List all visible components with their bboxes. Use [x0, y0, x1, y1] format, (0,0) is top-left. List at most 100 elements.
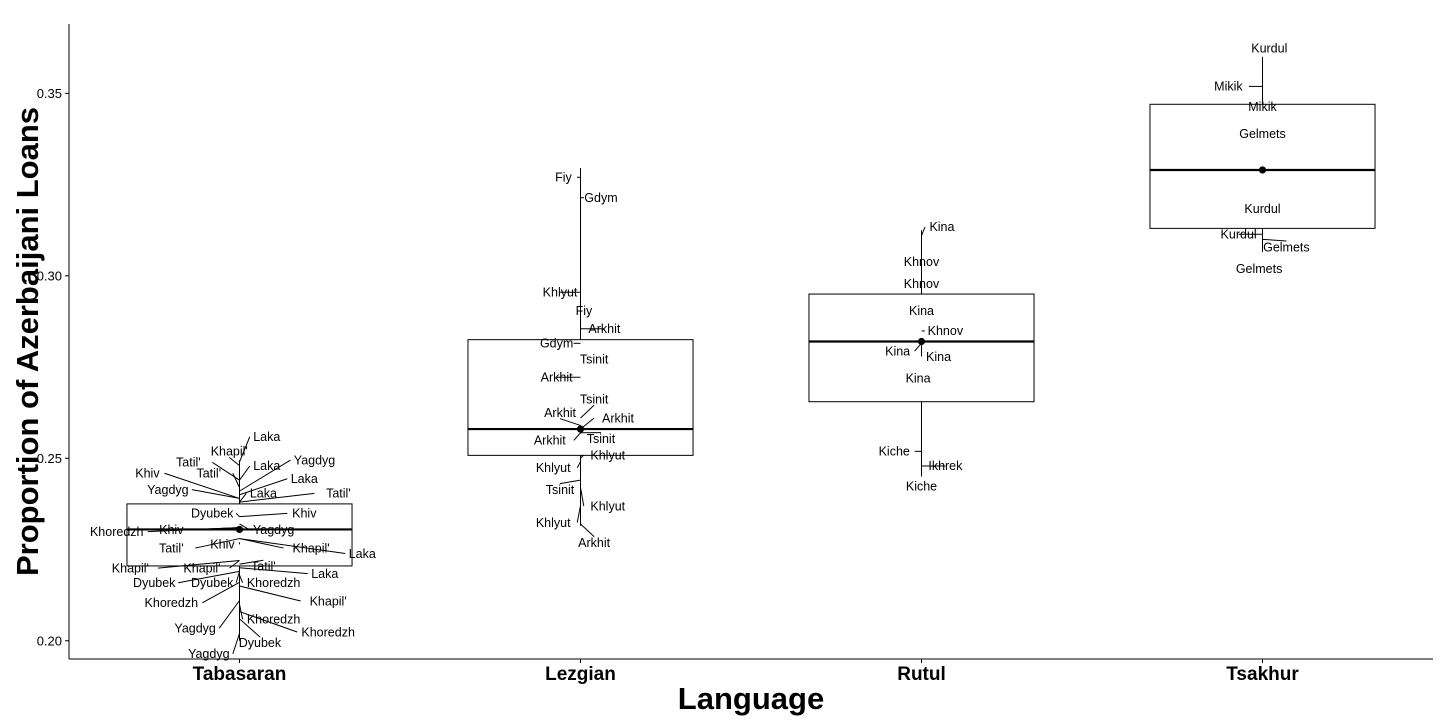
- point-label: Tatil': [251, 560, 276, 574]
- y-tick-label: 0.20: [37, 633, 62, 648]
- point-label: Kina: [885, 344, 910, 358]
- y-tick-label: 0.30: [37, 268, 62, 283]
- point-label: Khoredzh: [145, 596, 199, 610]
- point-label: Tatil': [159, 541, 184, 555]
- point-label: Laka: [253, 459, 280, 473]
- label-leader-line: [195, 538, 240, 549]
- point-label: Arkhit: [588, 322, 620, 336]
- point-label: Khlyut: [536, 516, 571, 530]
- point-label: Gelmets: [1236, 262, 1283, 276]
- label-leader-line: [239, 574, 244, 583]
- point-label: Khoredzh: [301, 625, 355, 639]
- point-label: Khlyut: [590, 499, 625, 513]
- point-label: Mikik: [1248, 100, 1277, 114]
- point-label: Khiv: [159, 523, 184, 537]
- point-label: Tsinit: [580, 352, 609, 366]
- point-label: Kurdul: [1244, 202, 1280, 216]
- label-leader-line: [1262, 238, 1287, 242]
- point-label: Dyubek: [239, 636, 282, 650]
- point-label: Tsinit: [546, 483, 575, 497]
- label-leader-line: [559, 418, 581, 426]
- label-leader-line: [239, 618, 261, 638]
- point-label: Gdym: [540, 337, 573, 351]
- point-label: Khapil': [183, 561, 220, 575]
- point-label: Yagdyg: [174, 622, 216, 636]
- point-label: Kina: [906, 372, 931, 386]
- y-axis-title: Proportion of Azerbaijani Loans: [10, 107, 45, 576]
- point-label: Dyubek: [191, 507, 234, 521]
- boxes: [126, 56, 1376, 641]
- point-label: Gelmets: [1263, 240, 1310, 254]
- label-leader-line: [229, 560, 240, 569]
- point-label: Khoredzh: [90, 525, 144, 539]
- x-axis-title: Language: [678, 681, 824, 716]
- label-leader-line: [239, 436, 251, 463]
- label-leader-line: [576, 461, 581, 469]
- x-tick-label: Tsakhur: [1226, 664, 1299, 685]
- x-tick-label: Rutul: [897, 664, 946, 685]
- box-iqr: [126, 503, 353, 567]
- point-label: Yagdyg: [188, 647, 230, 661]
- point-label: Fiy: [576, 304, 593, 318]
- point-label: Arkhit: [534, 434, 566, 448]
- point-label: Tatil': [196, 467, 221, 481]
- point-label: Kurdul: [1251, 41, 1287, 55]
- label-leader-line: [202, 581, 240, 604]
- label-leader-line: [157, 559, 240, 569]
- label-leader-line: [232, 633, 240, 655]
- label-leader-line: [239, 585, 301, 602]
- point-label: Mikik: [1214, 80, 1243, 94]
- point-label: Arkhit: [541, 371, 573, 385]
- box-group-rutul: [808, 230, 1035, 477]
- point-label: Khnov: [904, 255, 940, 269]
- label-leader-line: [235, 571, 240, 583]
- point-label: Khlyut: [536, 461, 571, 475]
- y-tick-label: 0.25: [37, 451, 62, 466]
- label-leader-line: [239, 492, 315, 503]
- box-group-tsakhur: [1149, 56, 1376, 253]
- axes: [68, 24, 1433, 660]
- y-tick-label: 0.35: [37, 86, 62, 101]
- point-label: Khnov: [928, 324, 964, 338]
- point-label: Tsinit: [580, 392, 609, 406]
- point-label: Laka: [291, 472, 318, 486]
- point-label: Khapil': [112, 561, 149, 575]
- label-leader-line: [914, 342, 922, 352]
- box-group-tabasaran: [126, 460, 353, 641]
- point-label: Kina: [929, 220, 954, 234]
- label-leader-line: [239, 567, 308, 575]
- point-label: Dyubek: [191, 576, 234, 590]
- point-label: Kina: [909, 304, 934, 318]
- y-ticks: 0.20 0.25 0.30 0.35: [37, 86, 69, 648]
- mean-point: [1258, 166, 1267, 174]
- box-iqr: [1149, 103, 1376, 229]
- label-leader-line: [239, 465, 251, 481]
- point-label: Tatil': [326, 487, 351, 501]
- box-iqr: [808, 293, 1035, 403]
- label-leader-line: [239, 611, 298, 633]
- label-leader-line: [921, 226, 926, 236]
- label-leader-line: [239, 459, 291, 492]
- point-label: Gelmets: [1239, 127, 1286, 141]
- label-leader-line: [164, 472, 240, 499]
- point-label: Khlyut: [543, 286, 578, 300]
- label-leader-line: [559, 479, 581, 485]
- label-leader-line: [178, 570, 240, 584]
- label-leader-line: [239, 538, 284, 549]
- point-label: Yagdyg: [147, 483, 189, 497]
- label-leader-line: [576, 505, 581, 523]
- point-label: Kurdul: [1221, 228, 1257, 242]
- point-label: Laka: [311, 567, 338, 581]
- mean-point: [235, 525, 244, 534]
- point-label: Khoredzh: [247, 576, 301, 590]
- point-label: Khapil': [310, 594, 347, 608]
- label-leader-line: [188, 527, 240, 531]
- label-leader-line: [580, 417, 595, 430]
- box-iqr: [467, 339, 694, 456]
- point-label: Laka: [349, 547, 376, 561]
- label-leader-line: [580, 523, 595, 537]
- label-leader-line: [239, 493, 247, 503]
